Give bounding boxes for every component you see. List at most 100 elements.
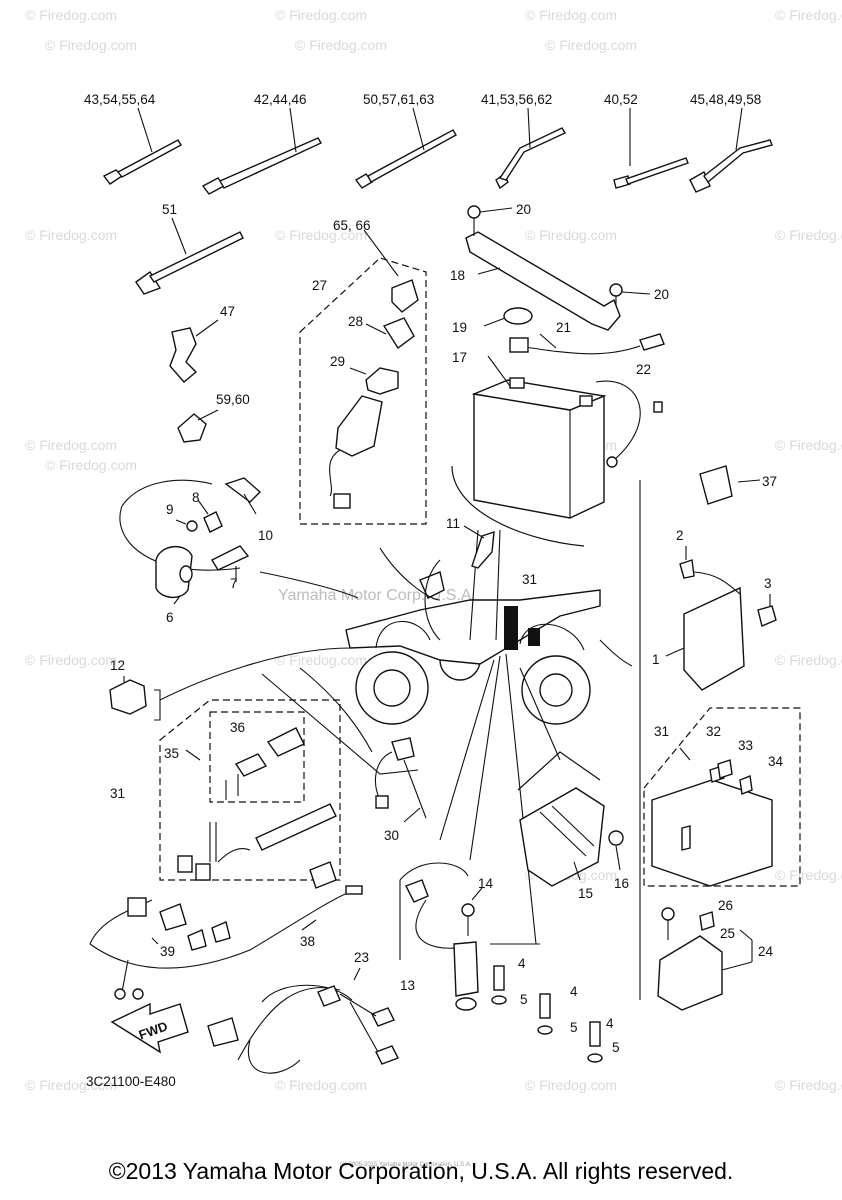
part-label: 25 [720, 926, 735, 941]
watermark: © Firedog.com [45, 37, 137, 53]
part-label: 41,53,56,62 [481, 92, 552, 107]
part-label: 32 [706, 724, 721, 739]
part-label: 5 [520, 992, 528, 1007]
drawing-code: 3C21100-E480 [86, 1074, 176, 1089]
fuse-box-group [643, 707, 801, 887]
bolts-group [490, 943, 603, 1063]
part-label: 31 [522, 572, 537, 587]
watermark: © Firedog.com [295, 37, 387, 53]
watermark: © Firedog.com [775, 867, 842, 883]
part-label: 8 [192, 490, 200, 505]
battery-group [451, 205, 665, 547]
part-label: 4 [518, 956, 526, 971]
part-label: 11 [446, 516, 460, 531]
part-label: 37 [762, 474, 777, 489]
sub-harness-group [89, 861, 363, 1000]
part-label: 6 [166, 610, 174, 625]
watermark: © Firedog.com [775, 437, 842, 453]
watermark: © Firedog.com [525, 227, 617, 243]
rectifier-group [517, 751, 624, 887]
watermark: © Firedog.com [45, 457, 137, 473]
watermark: © Firedog.com [525, 7, 617, 23]
part-label: 10 [258, 528, 273, 543]
ignition-coil-group [119, 477, 359, 605]
part-label: 43,54,55,64 [84, 92, 156, 107]
watermark: © Firedog.com [545, 37, 637, 53]
part-label: 15 [578, 886, 593, 901]
part-label: 42,44,46 [254, 92, 307, 107]
part-label: 30 [384, 828, 399, 843]
main-switch-group [299, 229, 427, 525]
part-label: 20 [654, 287, 669, 302]
part-label: 51 [162, 202, 177, 217]
part-label: 24 [758, 944, 774, 959]
holders-group [169, 319, 219, 443]
part-label: 9 [166, 502, 174, 517]
part-label: 22 [636, 362, 651, 377]
part-label: 38 [300, 934, 315, 949]
part-label: 50,57,61,63 [363, 92, 434, 107]
part-label: 40,52 [604, 92, 638, 107]
watermark: © Firedog.com [25, 7, 117, 23]
fwd-arrow: FWD [110, 1002, 189, 1054]
sensor-30-group [374, 737, 427, 823]
watermark: © Firedog.com [775, 7, 842, 23]
part-label: 7 [230, 576, 238, 591]
part-label: 5 [570, 1020, 578, 1035]
part-label: 20 [516, 202, 531, 217]
part-label: 47 [220, 304, 235, 319]
part-label: 13 [400, 978, 415, 993]
part-label: 16 [614, 876, 629, 891]
footer-copyright: ©2013 Yamaha Motor Corporation, U.S.A. A… [108, 1158, 734, 1184]
part-label: 12 [110, 658, 125, 673]
wire-harness-group [159, 699, 341, 881]
part-label: 31 [654, 724, 669, 739]
part-label: 36 [230, 720, 245, 735]
part-label: 4 [570, 984, 578, 999]
small-copyright-note: (c) 2005-2015 Yamaha Motor Corporation, … [340, 1162, 472, 1168]
part-label: 4 [606, 1016, 614, 1031]
part-label: 26 [718, 898, 733, 913]
watermark: © Firedog.com [275, 652, 367, 668]
atv-illustration [345, 571, 601, 725]
part-label: 29 [330, 354, 345, 369]
part-labels: 43,54,55,64 42,44,46 50,57,61,63 41,53,5… [84, 92, 784, 1089]
part-label: 23 [354, 950, 369, 965]
part-label: 35 [164, 746, 179, 761]
neutral-switch-group [109, 676, 147, 715]
part-label: 3 [764, 576, 772, 591]
part-label: 1 [652, 652, 660, 667]
watermark: © Firedog.com [25, 1077, 117, 1093]
part-label: 45,48,49,58 [690, 92, 761, 107]
part-label: 21 [556, 320, 571, 335]
watermark: © Firedog.com [275, 7, 367, 23]
part-label: 14 [478, 876, 494, 891]
center-watermark: Yamaha Motor Corp. U.S.A. [278, 587, 476, 604]
watermark: © Firedog.com [25, 227, 117, 243]
part-label: 65, 66 [333, 218, 371, 233]
part-label: 5 [612, 1040, 620, 1055]
part-label: 18 [450, 268, 465, 283]
watermark: © Firedog.com [275, 1077, 367, 1093]
part-label: 28 [348, 314, 363, 329]
part-label: 33 [738, 738, 753, 753]
speed-sensor-group [399, 862, 483, 1011]
cable-ties-row [102, 107, 773, 295]
starter-relay-group [657, 907, 753, 1011]
leader-lines [154, 480, 641, 1000]
cable-23-group [207, 967, 399, 1074]
part-label: 39 [160, 944, 175, 959]
part-label: 19 [452, 320, 467, 335]
part-label: 2 [676, 528, 684, 543]
part-label: 27 [312, 278, 327, 293]
watermark: © Firedog.com [775, 652, 842, 668]
watermark: © Firedog.com [525, 1077, 617, 1093]
part-label: 17 [452, 350, 467, 365]
part-label: 59,60 [216, 392, 250, 407]
watermark: © Firedog.com [775, 1077, 842, 1093]
part-label: 34 [768, 754, 784, 769]
spark-plug-group [463, 525, 495, 569]
part-label: 31 [110, 786, 125, 801]
watermark: © Firedog.com [275, 227, 367, 243]
